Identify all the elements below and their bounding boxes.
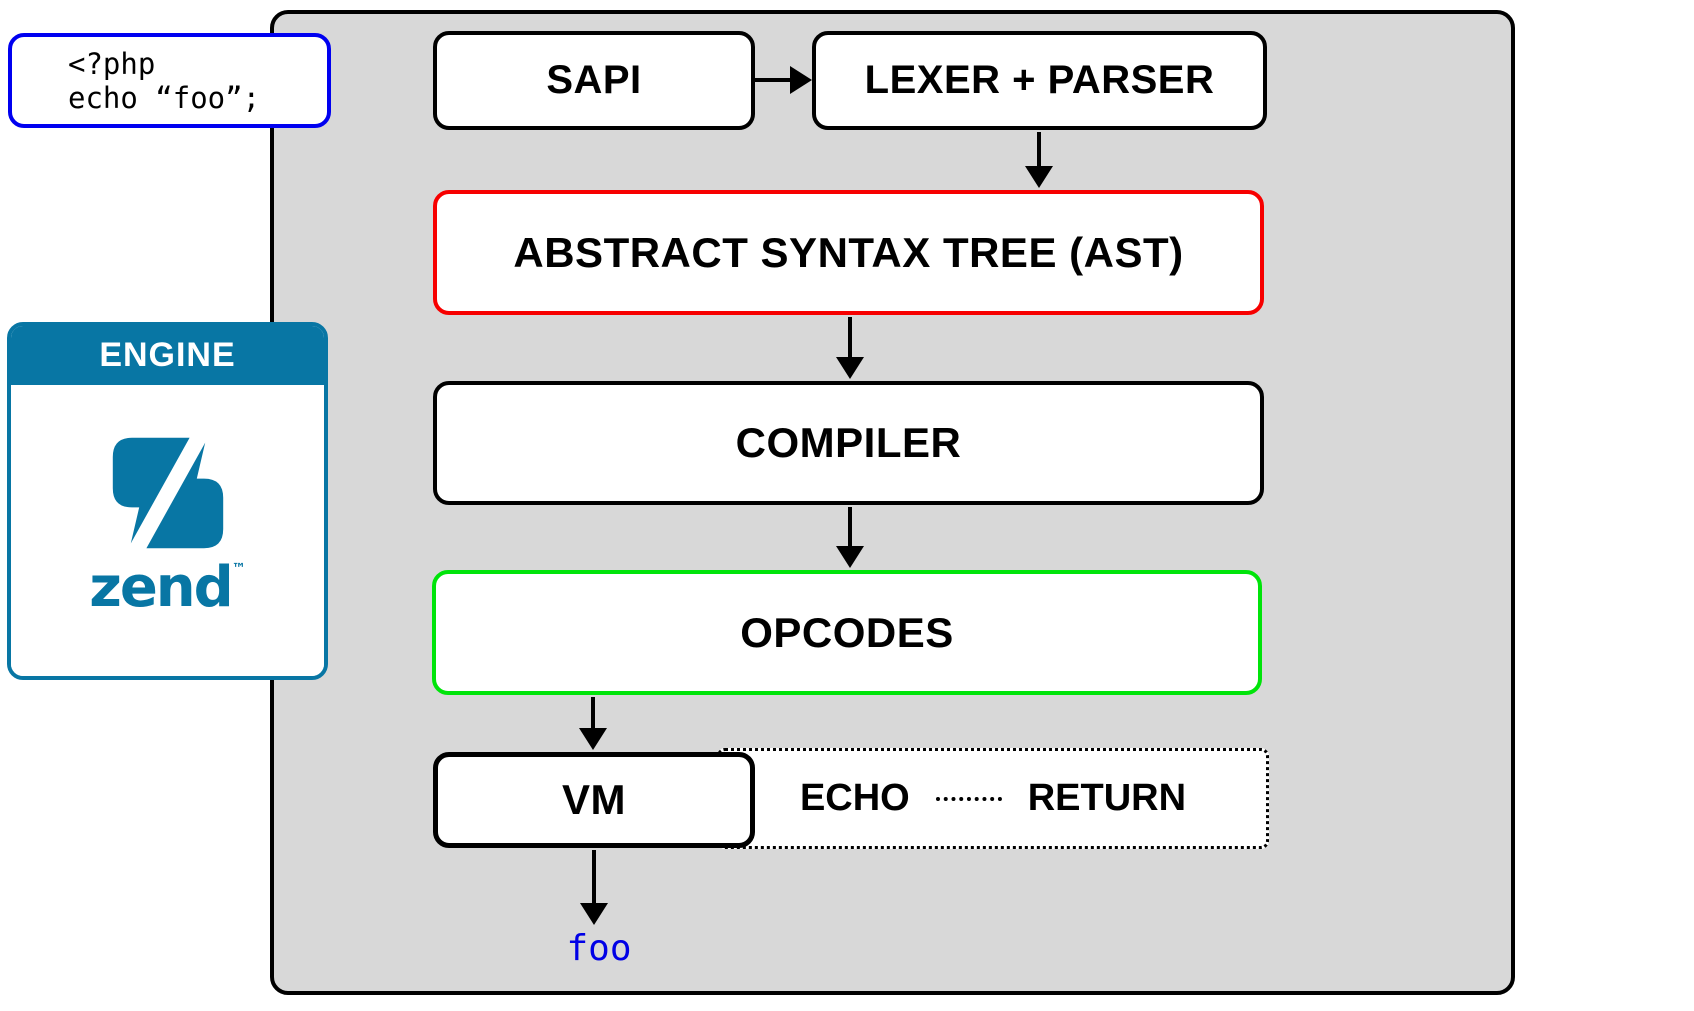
node-sapi: SAPI	[433, 31, 755, 130]
zend-wordmark: zend ™	[89, 560, 246, 616]
zend-brand-text: zend	[89, 555, 234, 620]
arrow-opcodes-to-vm	[579, 697, 607, 750]
arrow-stem	[1037, 132, 1041, 166]
opcode-echo-label: ECHO	[799, 777, 910, 819]
arrow-head	[580, 903, 608, 925]
opcode-strip: ECHO RETURN	[717, 748, 1269, 849]
node-compiler-label: COMPILER	[735, 419, 962, 466]
arrow-compiler-to-opcodes	[836, 507, 864, 568]
source-code-line2: echo “foo”;	[68, 81, 261, 115]
opcode-return-label: RETURN	[1027, 777, 1187, 819]
node-compiler: COMPILER	[433, 381, 1264, 505]
node-opcodes: OPCODES	[432, 570, 1262, 695]
node-vm: VM	[433, 752, 755, 848]
arrow-head	[1025, 166, 1053, 188]
arrow-sapi-to-lexer	[755, 66, 812, 94]
node-lexer-parser: LEXER + PARSER	[812, 31, 1267, 130]
node-opcodes-label: OPCODES	[740, 608, 954, 656]
node-lexer-parser-label: LEXER + PARSER	[864, 58, 1215, 102]
arrow-vm-to-output	[580, 850, 608, 925]
node-sapi-label: SAPI	[546, 58, 642, 102]
engine-body: zend ™	[11, 385, 324, 676]
arrow-head	[836, 546, 864, 568]
node-ast: ABSTRACT SYNTAX TREE (AST)	[433, 190, 1264, 315]
node-vm-label: VM	[562, 776, 626, 823]
arrow-head	[790, 66, 812, 94]
engine-header: ENGINE	[11, 326, 324, 385]
arrow-stem	[848, 317, 852, 357]
source-code-line1: <?php	[68, 47, 156, 81]
arrow-stem	[592, 850, 596, 903]
zend-trademark: ™	[231, 561, 246, 577]
node-ast-label: ABSTRACT SYNTAX TREE (AST)	[513, 228, 1184, 276]
arrow-stem	[848, 507, 852, 546]
zend-logo-icon	[102, 433, 234, 558]
program-output: foo	[566, 928, 632, 969]
opcode-dotted-connector	[935, 796, 1002, 801]
arrow-stem	[591, 697, 595, 728]
arrow-head	[579, 728, 607, 750]
source-code-box: <?php echo “foo”;	[8, 33, 331, 128]
arrow-ast-to-compiler	[836, 317, 864, 379]
engine-header-label: ENGINE	[99, 336, 236, 374]
arrow-stem	[755, 78, 790, 82]
arrow-head	[836, 357, 864, 379]
arrow-lexer-to-ast	[1025, 132, 1053, 188]
zend-engine-badge: ENGINE zend ™	[7, 322, 328, 680]
